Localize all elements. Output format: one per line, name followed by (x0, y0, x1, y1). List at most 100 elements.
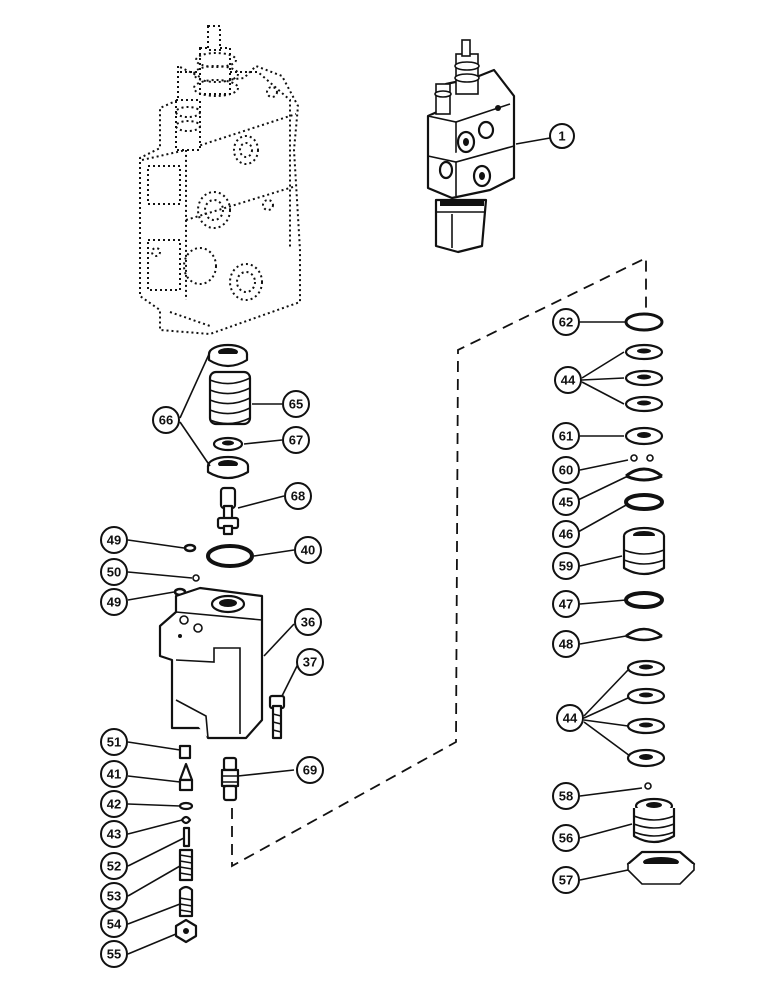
callout-51: 51 (100, 728, 128, 756)
adjusting-screw-icon (178, 885, 194, 918)
svg-text:37: 37 (303, 655, 317, 670)
svg-text:51: 51 (107, 735, 121, 750)
callout-41: 41 (100, 760, 128, 788)
svg-text:40: 40 (301, 543, 315, 558)
svg-text:58: 58 (559, 789, 573, 804)
svg-text:44: 44 (563, 711, 578, 726)
callout-45: 45 (552, 488, 580, 516)
callout-54: 54 (100, 910, 128, 938)
svg-text:61: 61 (559, 429, 573, 444)
jam-nut-icon (626, 850, 696, 885)
callout-49-upper: 49 (100, 526, 128, 554)
callout-52: 52 (100, 852, 128, 880)
callout-42: 42 (100, 790, 128, 818)
svg-text:60: 60 (559, 463, 573, 478)
svg-text:68: 68 (291, 489, 305, 504)
pin-icon (182, 826, 191, 848)
callout-48: 48 (552, 630, 580, 658)
callout-53: 53 (100, 882, 128, 910)
small-washer-icon (178, 801, 194, 811)
svg-text:65: 65 (289, 397, 303, 412)
poppet-icon (178, 762, 194, 792)
cap-screw-icon (268, 694, 286, 740)
ball-icon (192, 574, 200, 582)
spool-bolt-icon (216, 486, 240, 536)
callout-57: 57 (552, 866, 580, 894)
svg-text:55: 55 (107, 947, 121, 962)
svg-text:41: 41 (107, 767, 121, 782)
svg-text:56: 56 (559, 831, 573, 846)
callout-47: 47 (552, 590, 580, 618)
svg-text:62: 62 (559, 315, 573, 330)
callout-69: 69 (296, 756, 324, 784)
svg-text:67: 67 (289, 433, 303, 448)
ball-icon (630, 454, 638, 462)
svg-text:57: 57 (559, 873, 573, 888)
callout-43: 43 (100, 820, 128, 848)
valve-section-dotted-icon (139, 25, 301, 336)
callout-36: 36 (294, 608, 322, 636)
o-ring-icon (624, 493, 664, 511)
callout-62: 62 (552, 308, 580, 336)
svg-text:52: 52 (107, 859, 121, 874)
svg-text:59: 59 (559, 559, 573, 574)
svg-text:1: 1 (558, 129, 565, 144)
callout-65: 65 (282, 390, 310, 418)
relief-valve-icon (220, 756, 240, 802)
svg-text:44: 44 (561, 373, 576, 388)
spring-cap-bottom-icon (206, 455, 250, 480)
svg-text:46: 46 (559, 527, 573, 542)
spring-cap-top-icon (207, 343, 249, 368)
callout-44-lower: 44 (556, 704, 584, 732)
svg-text:47: 47 (559, 597, 573, 612)
callout-60: 60 (552, 456, 580, 484)
seal-ring-icon (624, 312, 664, 332)
svg-text:66: 66 (159, 413, 173, 428)
callout-50: 50 (100, 558, 128, 586)
clip-icon (180, 815, 192, 825)
snap-ring-icon (625, 627, 663, 642)
svg-text:45: 45 (559, 495, 573, 510)
o-ring-large-icon (206, 544, 254, 568)
svg-text:54: 54 (107, 917, 122, 932)
svg-text:53: 53 (107, 889, 121, 904)
threaded-plug-icon (632, 797, 676, 844)
svg-text:69: 69 (303, 763, 317, 778)
valve-assembly-icon (426, 39, 516, 254)
callout-55: 55 (100, 940, 128, 968)
svg-text:49: 49 (107, 533, 121, 548)
callout-66: 66 (152, 406, 180, 434)
callout-46: 46 (552, 520, 580, 548)
small-spring-icon (178, 848, 194, 882)
callout-1: 1 (549, 123, 575, 149)
spring-icon (208, 370, 252, 426)
valve-housing-icon (158, 586, 264, 740)
callout-44-upper: 44 (554, 366, 582, 394)
callout-59: 59 (552, 552, 580, 580)
callout-40: 40 (294, 536, 322, 564)
leader-lines (127, 137, 643, 955)
svg-text:42: 42 (107, 797, 121, 812)
ball-icon (646, 454, 654, 462)
svg-text:43: 43 (107, 827, 121, 842)
washer-icon (212, 436, 244, 452)
piston-icon (622, 526, 666, 576)
ball-icon (644, 782, 652, 790)
snap-ring-icon (625, 467, 663, 482)
svg-text:49: 49 (107, 595, 121, 610)
o-ring-icon (624, 591, 664, 609)
svg-text:48: 48 (559, 637, 573, 652)
callout-61: 61 (552, 422, 580, 450)
callout-37: 37 (296, 648, 324, 676)
nut-small-icon (174, 918, 198, 944)
plug-icon (178, 744, 192, 760)
svg-text:36: 36 (301, 615, 315, 630)
callout-56: 56 (552, 824, 580, 852)
svg-text:50: 50 (107, 565, 121, 580)
callout-68: 68 (284, 482, 312, 510)
o-ring-small-icon (183, 543, 197, 553)
callout-67: 67 (282, 426, 310, 454)
callout-58: 58 (552, 782, 580, 810)
callout-49-lower: 49 (100, 588, 128, 616)
